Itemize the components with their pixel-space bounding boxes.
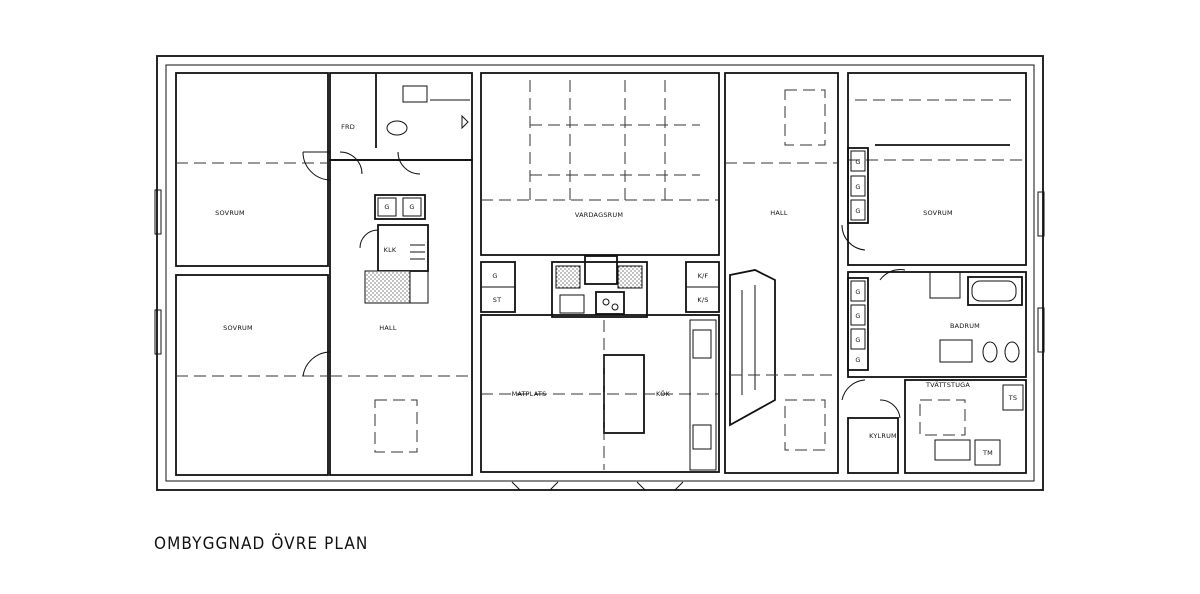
label-hall-west: HALL	[379, 324, 397, 332]
label-ts: TS	[1008, 394, 1018, 402]
label-tvattstuga: TVÄTTSTUGA	[925, 380, 970, 389]
fixture-labels: G G G ST K/F K/S G G G G G G G TS TM	[384, 158, 1017, 457]
label-frd: FRD	[341, 123, 355, 131]
label-st: ST	[493, 296, 502, 304]
window-markers	[154, 189, 1045, 491]
room-labels: SOVRUM SOVRUM FRD KLK HALL VARDAGSRUM MA…	[215, 123, 980, 440]
door-swings-west	[302, 151, 421, 377]
label-sovrum-east: SOVRUM	[923, 209, 953, 217]
living-room	[480, 72, 720, 256]
label-kf: K/F	[698, 272, 709, 280]
laundry-cold-room	[841, 224, 1027, 474]
dining-kitchen	[480, 314, 720, 473]
bedroom-east	[847, 72, 1027, 266]
kitchen-core	[480, 255, 720, 471]
closet-block	[364, 194, 429, 304]
label-sovrum-sw: SOVRUM	[223, 324, 253, 332]
label-hall-east: HALL	[770, 209, 788, 217]
bedroom-sw	[175, 274, 329, 476]
label-tm: TM	[982, 449, 993, 457]
bedroom-nw	[175, 72, 329, 267]
staircase	[729, 269, 838, 427]
hall-east-area	[724, 72, 839, 474]
plan-caption: OMBYGGNAD ÖVRE PLAN	[154, 534, 369, 554]
label-g-closet-2: G	[409, 203, 414, 211]
label-g-east-1: G	[855, 158, 860, 166]
hall-west-area	[329, 159, 473, 476]
label-g-kitchen: G	[492, 272, 497, 280]
label-g-east-2: G	[855, 183, 860, 191]
outer-wall	[156, 55, 1044, 491]
label-g-closet-1: G	[384, 203, 389, 211]
label-badrum: BADRUM	[950, 322, 980, 330]
label-kok: KÖK	[656, 389, 670, 398]
label-g-east-3: G	[855, 207, 860, 215]
label-kylrum: KYLRUM	[869, 432, 897, 440]
wc-block	[329, 72, 473, 161]
bathroom	[847, 269, 1027, 378]
label-sovrum-nw: SOVRUM	[215, 209, 245, 217]
label-g-bath-1: G	[855, 288, 860, 296]
label-g-bath-3: G	[855, 336, 860, 344]
label-g-bath-4: G	[855, 356, 860, 364]
label-ks: K/S	[697, 296, 708, 304]
label-g-bath-2: G	[855, 312, 860, 320]
label-vardagsrum: VARDAGSRUM	[575, 211, 623, 219]
label-klk: KLK	[384, 246, 397, 254]
label-matplats: MATPLATS	[512, 390, 547, 398]
